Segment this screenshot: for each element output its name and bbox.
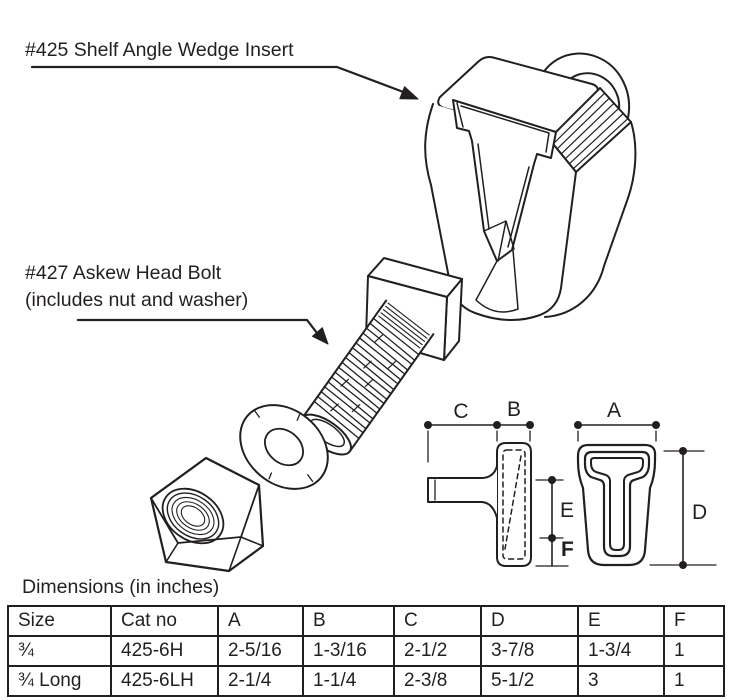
column-header-c: C bbox=[393, 605, 482, 637]
dim-label-d: D bbox=[692, 501, 707, 524]
table-cell: 1-1/4 bbox=[302, 665, 395, 697]
dim-label-c: C bbox=[453, 400, 468, 423]
side-view-stem bbox=[427, 465, 498, 519]
table-cell: 1-3/4 bbox=[577, 635, 665, 667]
dim-label-f: F bbox=[561, 538, 574, 561]
dim-label-b: B bbox=[507, 398, 521, 421]
front-view-t-inner bbox=[590, 457, 644, 551]
table-cell: ¾ bbox=[7, 635, 112, 667]
bolt-assembly-drawing bbox=[149, 257, 463, 573]
column-header-b: B bbox=[302, 605, 395, 637]
column-header-catno: Cat no bbox=[110, 605, 219, 637]
table-row: ¾ 425-6H 2-5/16 1-3/16 2-1/2 3-7/8 1-3/4… bbox=[7, 635, 725, 667]
dim-a bbox=[574, 421, 660, 442]
bolt-callout-line2: (includes nut and washer) bbox=[25, 289, 249, 311]
insert-t-slot bbox=[452, 99, 557, 262]
table-cell: 1 bbox=[663, 635, 725, 667]
column-header-a: A bbox=[217, 605, 304, 637]
dim-d bbox=[649, 447, 717, 569]
washer bbox=[239, 404, 329, 490]
wedge-insert-drawing bbox=[424, 52, 637, 322]
front-view-drawing bbox=[574, 421, 717, 569]
dim-label-e: E bbox=[560, 499, 574, 522]
table-cell: 5-1/2 bbox=[480, 665, 579, 697]
table-cell: ¾ Long bbox=[7, 665, 112, 697]
dim-e-f bbox=[535, 476, 569, 567]
front-view-t-outer bbox=[583, 450, 651, 558]
bolt-leader-arrow bbox=[76, 318, 329, 345]
bolt-collar bbox=[378, 302, 430, 349]
hex-nut bbox=[149, 456, 265, 573]
table-cell: 3 bbox=[577, 665, 665, 697]
dimensions-title: Dimensions (in inches) bbox=[22, 576, 220, 598]
side-view-hidden-lines bbox=[502, 449, 526, 560]
dim-c-b bbox=[424, 421, 534, 463]
insert-leader-arrow bbox=[30, 65, 419, 100]
side-view-drawing bbox=[424, 421, 569, 567]
insert-loop-outer bbox=[535, 52, 631, 125]
table-cell: 1-3/16 bbox=[302, 635, 395, 667]
bolt-callout-line1: #427 Askew Head Bolt bbox=[25, 262, 222, 284]
table-cell: 1 bbox=[663, 665, 725, 697]
nut-threaded-hole bbox=[161, 487, 225, 545]
bolt-threads bbox=[314, 318, 419, 439]
insert-callout-label: #425 Shelf Angle Wedge Insert bbox=[25, 39, 294, 61]
table-cell: 425-6H bbox=[110, 635, 219, 667]
column-header-d: D bbox=[480, 605, 579, 637]
insert-right-edge bbox=[544, 121, 637, 318]
table-cell: 3-7/8 bbox=[480, 635, 579, 667]
dim-label-a: A bbox=[607, 399, 621, 422]
front-view-outline bbox=[576, 443, 657, 567]
table-row: ¾ Long 425-6LH 2-1/4 1-1/4 2-3/8 5-1/2 3… bbox=[7, 665, 725, 697]
side-view-blade bbox=[496, 442, 532, 567]
bolt-callout-label: #427 Askew Head Bolt (includes nut and w… bbox=[25, 260, 248, 314]
table-cell: 425-6LH bbox=[110, 665, 219, 697]
insert-slot-depth-lines bbox=[456, 102, 550, 313]
table-cell: 2-3/8 bbox=[393, 665, 482, 697]
table-header-row: Size Cat no A B C D E F bbox=[7, 605, 725, 637]
table-cell: 2-5/16 bbox=[217, 635, 304, 667]
column-header-f: F bbox=[663, 605, 725, 637]
column-header-size: Size bbox=[7, 605, 112, 637]
dimensions-table: Size Cat no A B C D E F ¾ 425-6H 2-5/16 … bbox=[7, 605, 725, 697]
column-header-e: E bbox=[577, 605, 665, 637]
table-cell: 2-1/4 bbox=[217, 665, 304, 697]
table-cell: 2-1/2 bbox=[393, 635, 482, 667]
